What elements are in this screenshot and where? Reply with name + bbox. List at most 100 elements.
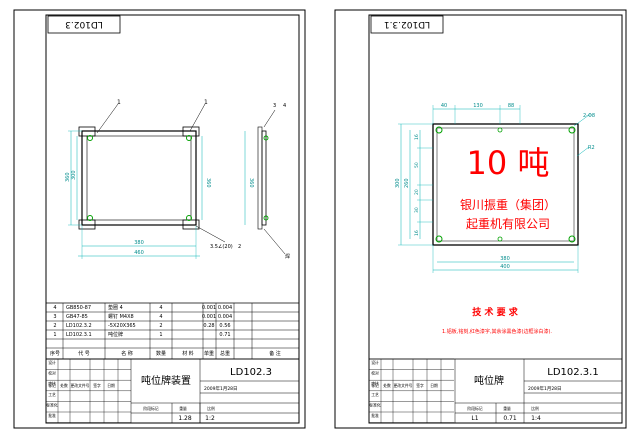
left-weight: 1.28 bbox=[178, 415, 192, 422]
parts-header-cell: 总重 bbox=[220, 350, 230, 357]
left-title-block: 标记处数更改文件号签字日期设计校对审核工艺标准化批准阶段标记重量比例 吨位牌装置… bbox=[46, 358, 299, 423]
left-sheet: LD102.3 1 1 3.5∠(20) 2 360 300 360 bbox=[13, 9, 306, 429]
dim-left-3: 20 bbox=[414, 189, 420, 195]
tb-label: 日期 bbox=[430, 383, 438, 388]
dim-left-1: 16 bbox=[414, 134, 420, 140]
parts-cell-code: LD102.3.1 bbox=[66, 332, 92, 338]
left-bracket-tl bbox=[78, 126, 96, 137]
parts-cell-total: 0.71 bbox=[219, 332, 230, 338]
parts-header-cell: 代 号 bbox=[78, 350, 90, 357]
right-title: 吨位牌 bbox=[474, 374, 504, 387]
parts-header-cell: 序号 bbox=[50, 350, 60, 357]
parts-cell-qty: 4 bbox=[159, 305, 162, 311]
right-code-stamp bbox=[370, 15, 444, 34]
parts-cell-no: 4 bbox=[53, 305, 56, 311]
left-frame bbox=[45, 14, 300, 424]
balloon-1a: 1 bbox=[117, 99, 121, 106]
weld-callout: 3.5∠(20) bbox=[210, 244, 233, 250]
left-drawing-no: LD102.3 bbox=[230, 367, 272, 378]
tb-label: 工艺 bbox=[48, 392, 56, 397]
hole-note: 2-Φ8 bbox=[583, 113, 595, 119]
parts-cell-qty: 1 bbox=[159, 332, 162, 338]
left-dim-width-inner: 380 bbox=[134, 240, 144, 246]
left-tb-date: 2009年1月28日 bbox=[204, 385, 238, 392]
tb-label: 处数 bbox=[60, 383, 68, 388]
right-hole-icon bbox=[435, 235, 443, 243]
parts-cell-code: GB47-85 bbox=[66, 314, 88, 320]
parts-cell-name: -5X20X365 bbox=[108, 323, 136, 329]
parts-cell-no: 1 bbox=[53, 332, 56, 338]
left-scale: 1:2 bbox=[205, 415, 215, 422]
weld-mark: 焊 bbox=[285, 253, 290, 260]
dim-width-inner: 380 bbox=[500, 256, 510, 262]
left-dim-width-outer: 460 bbox=[134, 250, 144, 256]
tb-label: 标准化 bbox=[369, 402, 381, 407]
left-dim-height-outer: 360 bbox=[65, 172, 71, 182]
tb-label: 签字 bbox=[93, 383, 101, 388]
right-scale: 1:4 bbox=[531, 415, 541, 422]
left-bolt-icon bbox=[87, 215, 93, 221]
right-sheet: LD102.3.1 10 吨 银川振重（集团） 起重机有限公司 40 130 8… bbox=[334, 9, 627, 429]
req-text: 1.铝板,铭刻,红色漆字,其余涂黑色漆(边框涂白漆). bbox=[442, 328, 552, 335]
parts-header-cell: 数量 bbox=[156, 350, 166, 357]
right-stamp-text: LD102.3.1 bbox=[384, 19, 430, 29]
tb-label: 阶段标记 bbox=[143, 406, 158, 411]
right-plate-outer bbox=[432, 123, 579, 246]
tb-label: 重量 bbox=[503, 406, 511, 411]
tb-label: 比例 bbox=[207, 406, 215, 411]
left-side-bolt-icon bbox=[263, 135, 269, 141]
tb-label: 重量 bbox=[179, 406, 187, 411]
right-hole-icon bbox=[497, 127, 503, 133]
tb-label: 阶段标记 bbox=[467, 406, 482, 411]
dim-top-1: 40 bbox=[441, 103, 447, 109]
right-title-block: 标记处数更改文件号签字日期设计校对审核工艺标准化批准阶段标记重量比例 吨位牌 L… bbox=[369, 358, 622, 423]
left-sheet-border bbox=[13, 9, 306, 429]
tb-label: 工艺 bbox=[371, 392, 379, 397]
parts-header-cell: 单重 bbox=[204, 350, 214, 357]
balloon-1b: 1 bbox=[204, 99, 208, 106]
parts-cell-qty: 2 bbox=[159, 323, 162, 329]
parts-header-cell: 备 注 bbox=[269, 350, 281, 357]
tb-label: 标记 bbox=[371, 383, 379, 388]
plate-line-1: 银川振重（集团） bbox=[460, 197, 556, 212]
tb-label: 设计 bbox=[371, 360, 379, 365]
dim-overall-height: 300 bbox=[395, 178, 401, 188]
parts-cell-code: GB850-87 bbox=[66, 305, 91, 311]
dim-width-outer: 400 bbox=[500, 264, 510, 270]
parts-cell-total: 0.004 bbox=[218, 314, 232, 320]
parts-cell-total: 0.56 bbox=[219, 323, 230, 329]
tb-label: 更改文件号 bbox=[394, 383, 413, 388]
tb-label: 标准化 bbox=[46, 402, 58, 407]
tb-label: 设计 bbox=[48, 360, 56, 365]
balloon-2: 2 bbox=[238, 244, 241, 250]
parts-header-cell: 名 称 bbox=[121, 350, 133, 357]
tb-label: 处数 bbox=[383, 383, 391, 388]
right-weight: 0.71 bbox=[503, 415, 517, 422]
tb-label: 比例 bbox=[531, 406, 539, 411]
dim-left-2: 50 bbox=[414, 162, 420, 168]
right-hole-icon bbox=[568, 235, 576, 243]
parts-cell-qty: 4 bbox=[159, 314, 162, 320]
dim-height: 260 bbox=[404, 178, 410, 188]
left-bolt-icon bbox=[87, 135, 93, 141]
right-hole-icon bbox=[568, 126, 576, 134]
left-code-stamp bbox=[47, 15, 121, 34]
right-material: L1 bbox=[471, 415, 478, 422]
tb-label: 日期 bbox=[107, 383, 115, 388]
req-title: 技 术 要 求 bbox=[472, 306, 518, 318]
left-dim-right: 360 bbox=[205, 178, 211, 188]
left-side-view bbox=[261, 130, 267, 226]
parts-cell-unit: 0.001 bbox=[202, 305, 216, 311]
tb-label: 审核 bbox=[48, 381, 56, 386]
left-bolt-icon bbox=[186, 135, 192, 141]
dim-left-5: 16 bbox=[414, 230, 420, 236]
right-sheet-border bbox=[334, 9, 627, 429]
dim-top-2: 130 bbox=[473, 103, 483, 109]
right-drawing-no: LD102.3.1 bbox=[547, 367, 598, 378]
parts-cell-code: LD102.3.2 bbox=[66, 323, 92, 329]
tb-label: 更改文件号 bbox=[71, 383, 90, 388]
plate-main-text: 10 吨 bbox=[467, 144, 550, 182]
left-side-bracket bbox=[257, 126, 263, 230]
right-plate-inner bbox=[436, 127, 575, 242]
